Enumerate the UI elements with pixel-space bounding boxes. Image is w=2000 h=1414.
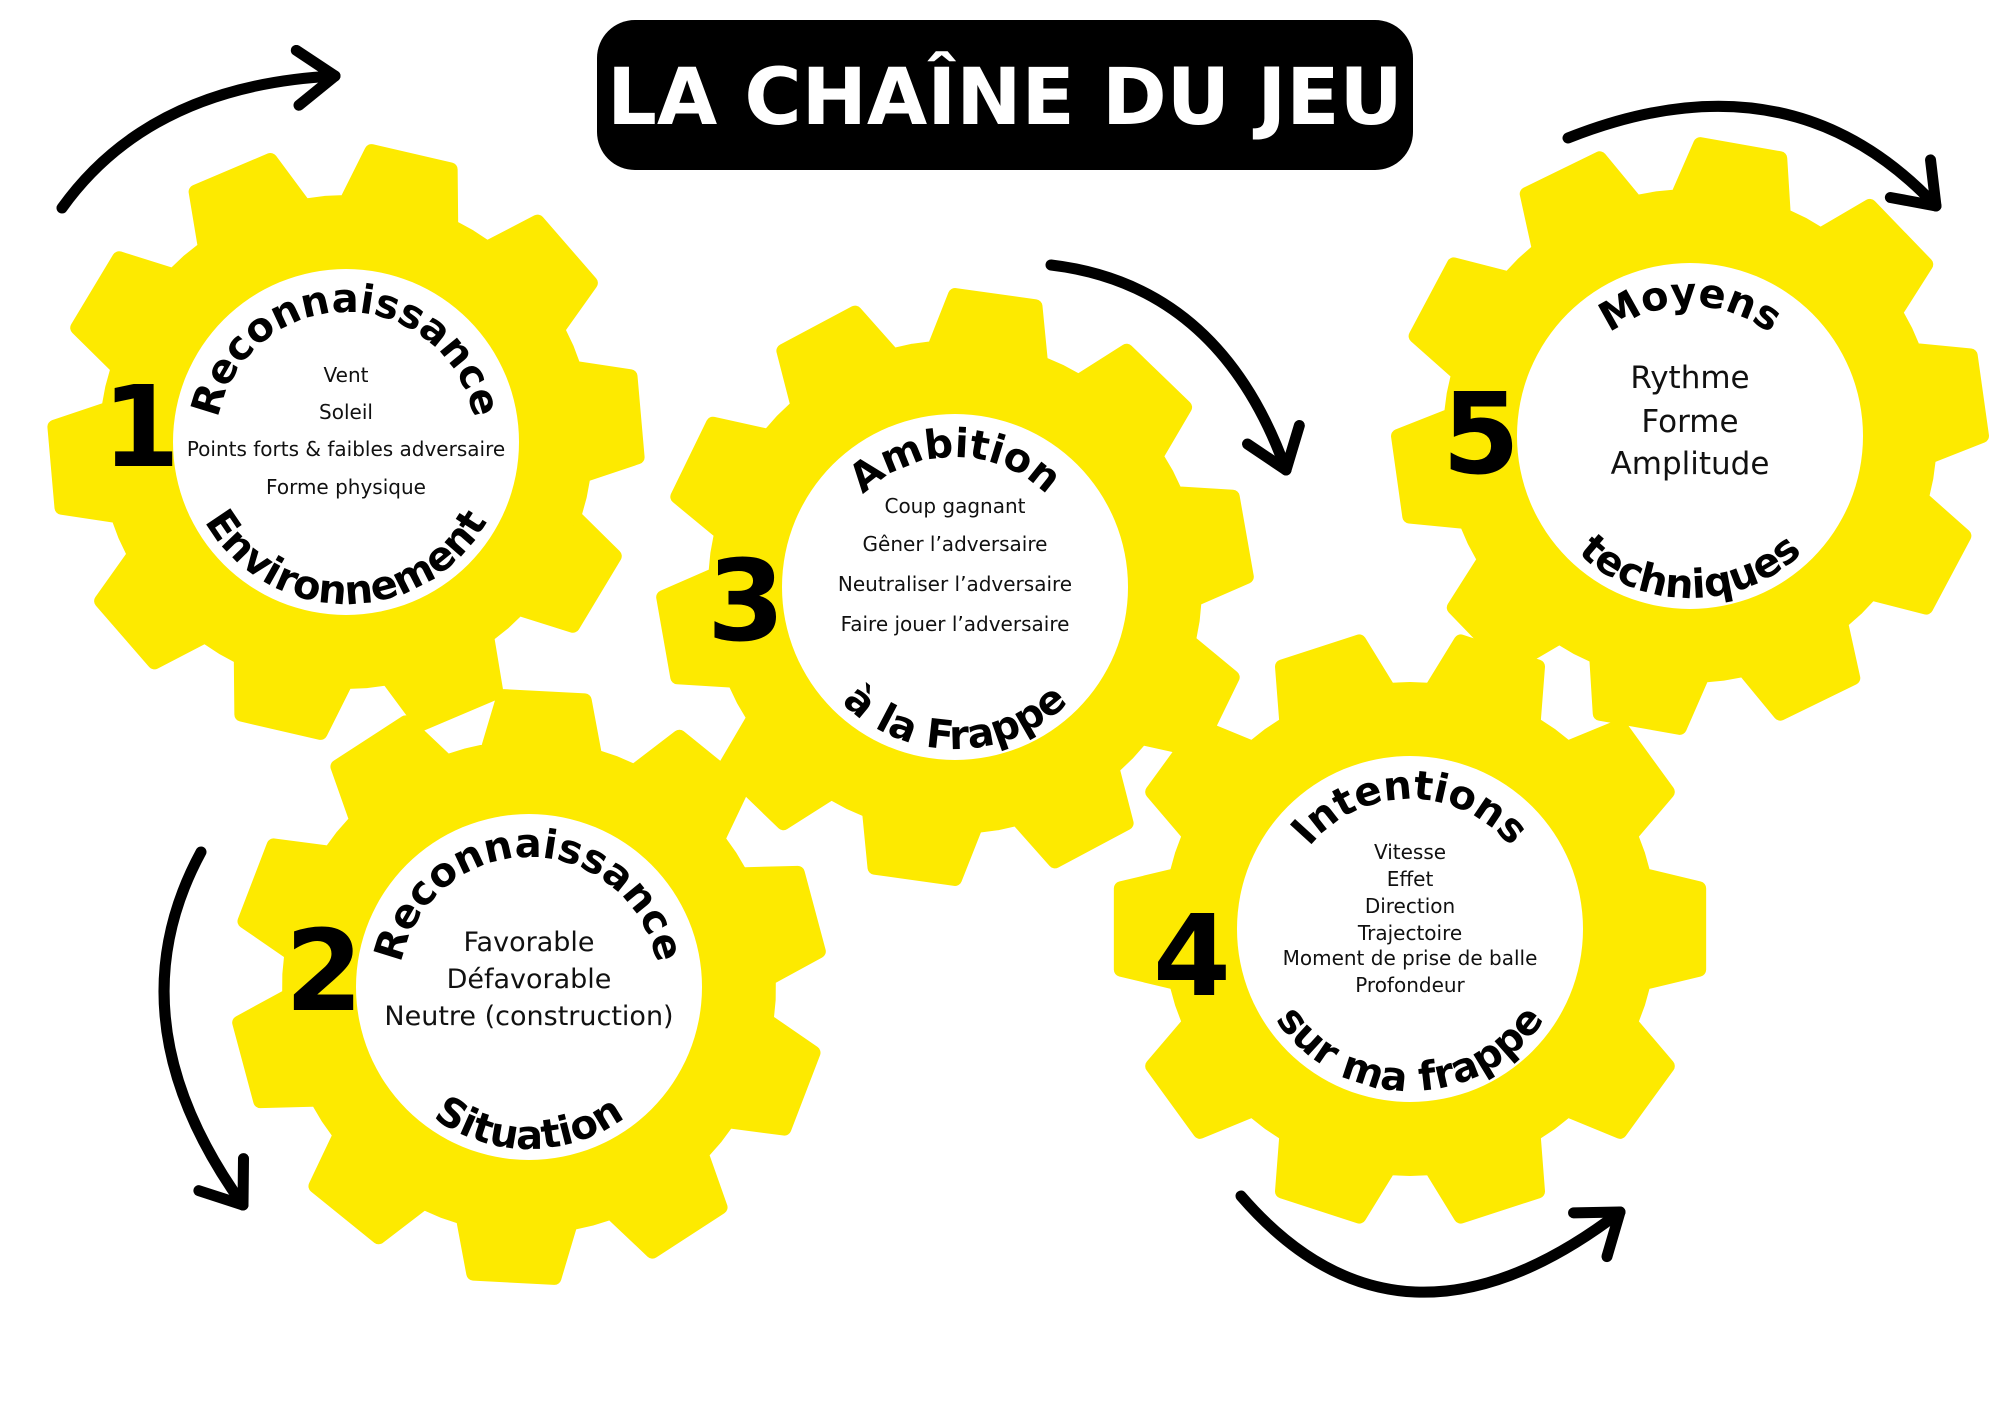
arrow-step-1-to-2 <box>158 846 250 1211</box>
step-number: 1 <box>102 363 180 493</box>
gear-item: Forme <box>1641 404 1738 440</box>
gear-item: Favorable <box>464 927 595 958</box>
title-banner: LA CHAÎNE DU JEU <box>597 20 1413 170</box>
arrow-step-4-to-5 <box>1562 100 1942 212</box>
gear-item: Moment de prise de balle <box>1283 946 1538 970</box>
gear-center-circle <box>1237 756 1583 1102</box>
gear-item: Trajectoire <box>1357 921 1462 945</box>
gear-item: Amplitude <box>1611 446 1770 482</box>
gear-center-circle <box>356 814 702 1160</box>
gear-item: Neutraliser l’adversaire <box>838 572 1072 596</box>
gear-item: Soleil <box>319 400 373 424</box>
gear-item: Vent <box>324 363 369 387</box>
gear-item: Points forts & faibles adversaire <box>187 437 505 461</box>
gear-item: Coup gagnant <box>884 494 1025 518</box>
step-number: 2 <box>285 907 363 1037</box>
gear-item: Rythme <box>1630 360 1749 396</box>
gear-item: Défavorable <box>447 964 612 995</box>
step-number: 4 <box>1153 892 1231 1022</box>
arrow-into-step-1 <box>56 44 341 214</box>
gear-item: Gêner l’adversaire <box>863 532 1048 556</box>
gear-item: Forme physique <box>266 475 426 499</box>
gear-center-circle <box>782 414 1128 760</box>
gear-item: Vitesse <box>1374 840 1446 864</box>
gear-center-circle <box>1517 263 1863 609</box>
arrow-step-3-to-4 <box>1235 1190 1626 1298</box>
page-title: LA CHAÎNE DU JEU <box>607 51 1403 143</box>
gear-item: Neutre (construction) <box>384 1001 673 1032</box>
gear-item: Profondeur <box>1355 973 1465 997</box>
arrow-step-2-to-3 <box>1045 259 1305 476</box>
step-number: 3 <box>707 537 785 667</box>
gear-center-circle <box>173 269 519 615</box>
gear-item: Direction <box>1365 894 1455 918</box>
flow-arrows <box>56 44 1942 1298</box>
step-number: 5 <box>1442 370 1520 500</box>
gear-item: Faire jouer l’adversaire <box>841 612 1070 636</box>
gear-item: Effet <box>1387 867 1434 891</box>
